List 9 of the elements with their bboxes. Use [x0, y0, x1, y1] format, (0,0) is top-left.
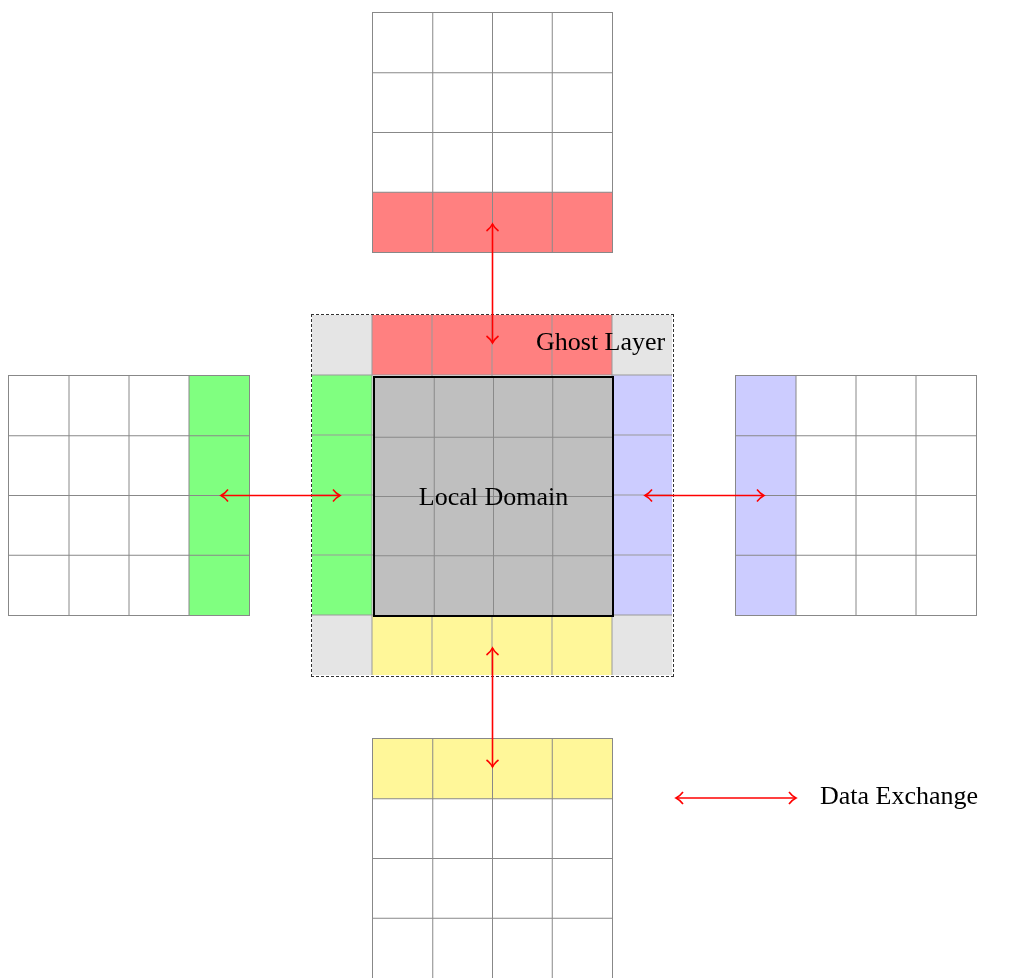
- neighbor-grid: [735, 375, 977, 616]
- neighbor-grid: [372, 738, 613, 978]
- neighbor-grid: [8, 375, 250, 616]
- legend-label: Data Exchange: [820, 781, 979, 811]
- neighbor-grid: [372, 12, 613, 253]
- domain-grid: [373, 376, 614, 617]
- domain-label: Local Domain: [418, 482, 569, 512]
- layer-label: Ghost Layer: [536, 327, 666, 357]
- ghost-layer-frame: [311, 314, 674, 677]
